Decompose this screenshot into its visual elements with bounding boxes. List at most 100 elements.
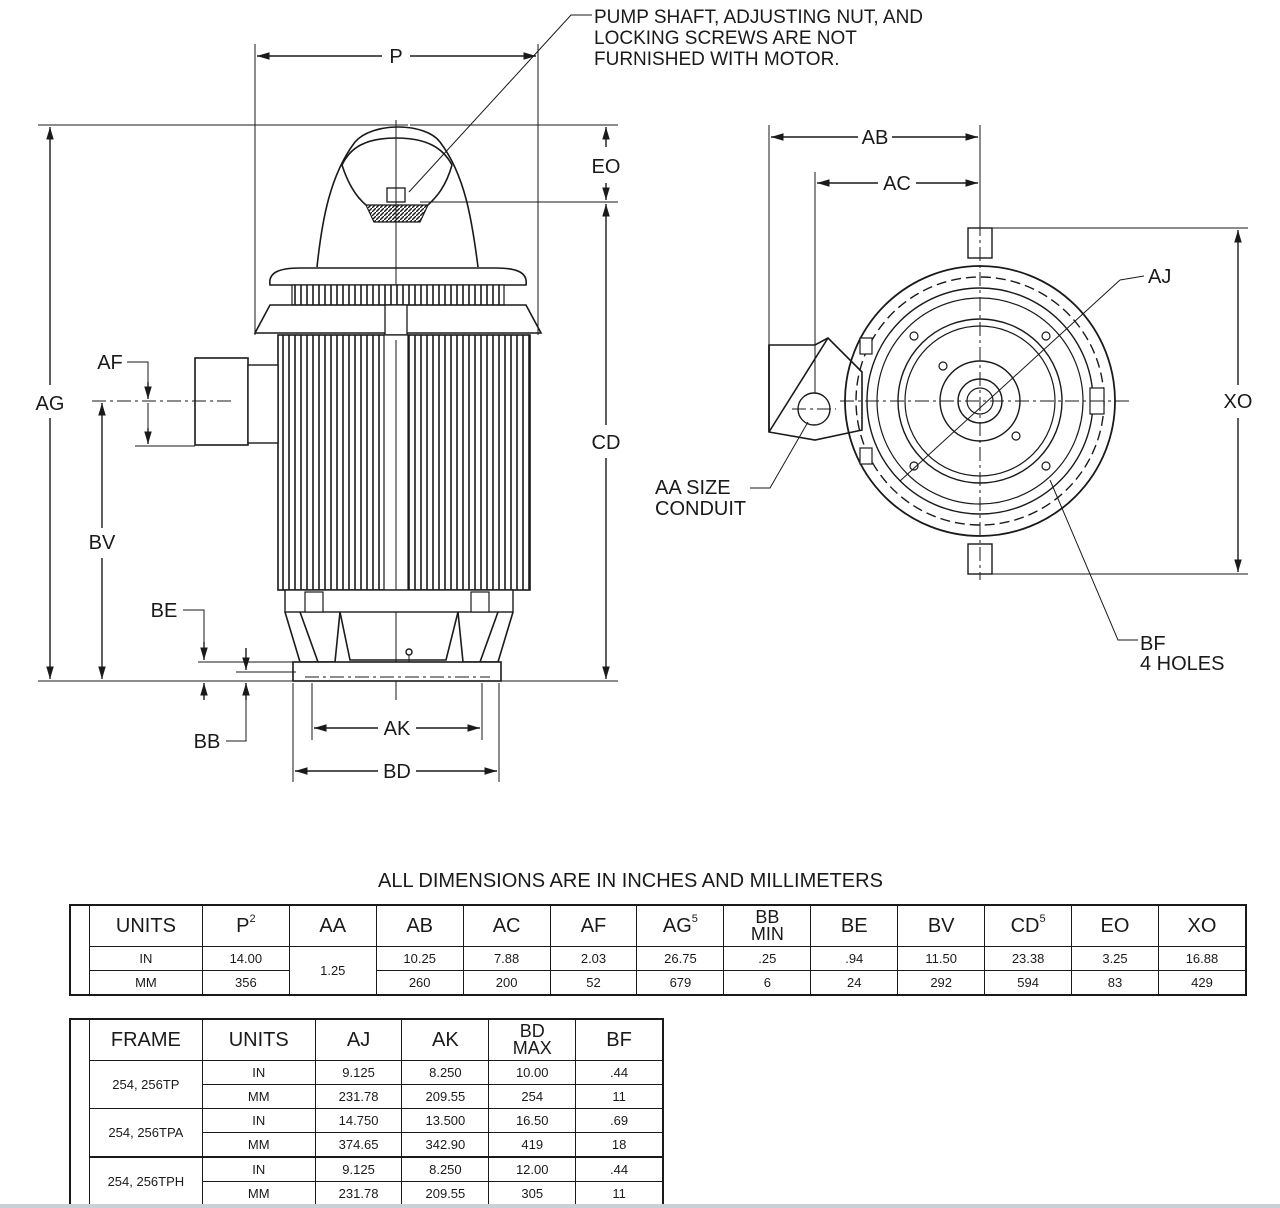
cell-aj: 9.125: [314, 1156, 403, 1182]
header-eo: EO: [1071, 904, 1159, 947]
label-p: P: [389, 46, 402, 68]
header-frame: FRAME: [88, 1018, 203, 1061]
cell-aj: 9.125: [314, 1060, 403, 1085]
cell-bd: 16.50: [488, 1108, 577, 1133]
header-aa: AA: [288, 904, 377, 947]
dim-bd: BD: [292, 683, 500, 783]
cell-af: 2.03: [549, 946, 638, 971]
label-af: AF: [97, 352, 123, 374]
cell-bf: .44: [575, 1156, 664, 1182]
cell-units: IN: [201, 1156, 316, 1182]
cell-bd: 419: [488, 1132, 577, 1158]
header-be: BE: [810, 904, 899, 947]
header-aj: AJ: [314, 1018, 403, 1061]
label-aj: AJ: [1148, 266, 1171, 288]
cell-aa: 1.25: [288, 946, 377, 996]
header-units: UNITS: [201, 1018, 316, 1061]
header-ab: AB: [375, 904, 464, 947]
header-ag: AG5: [636, 904, 725, 947]
cell-be: 24: [810, 970, 899, 996]
cell-ag: 679: [636, 970, 725, 996]
label-bf: BF: [1140, 633, 1166, 655]
window-bottom-edge: [0, 1204, 1280, 1208]
cell-units: MM: [201, 1132, 316, 1158]
frame-row: MM 231.78 209.55 254 11: [70, 1084, 664, 1109]
header-bv: BV: [897, 904, 986, 947]
header-af: AF: [549, 904, 638, 947]
note-leader: [408, 14, 592, 193]
dim-be: BE: [151, 600, 293, 700]
cell-eo: 83: [1071, 970, 1159, 996]
table-row-mm: MM 356 260 200 52 679 6 24 292 594 83 42…: [70, 970, 1247, 996]
cell-bd: 10.00: [488, 1060, 577, 1085]
header-units: UNITS: [88, 904, 203, 947]
dim-xo: XO: [992, 227, 1253, 575]
cell-units: IN: [88, 946, 203, 971]
cell-cd: 594: [984, 970, 1073, 996]
side-view: P PUMP SHAFT, ADJUSTING NUT, AND LOCKING…: [36, 7, 923, 783]
cell-frame: 254, 256TP: [88, 1060, 203, 1109]
cell-bb: .25: [723, 946, 812, 971]
pump-shaft-note-line3: FURNISHED WITH MOTOR.: [594, 49, 840, 70]
dim-cd: CD: [420, 201, 621, 682]
table-side-strip: [69, 1018, 90, 1207]
label-bb: BB: [194, 731, 221, 753]
cell-frame: 254, 256TPH: [88, 1156, 203, 1207]
cell-aj: 231.78: [314, 1084, 403, 1109]
cell-bf: 11: [575, 1181, 664, 1207]
frame-row: MM 374.65 342.90 419 18: [70, 1132, 664, 1158]
frame-row: 254, 256TPH IN 9.125 8.250 12.00 .44: [70, 1156, 664, 1207]
cell-ak: 209.55: [401, 1084, 490, 1109]
label-bv: BV: [89, 532, 116, 554]
cell-ab: 10.25: [375, 946, 464, 971]
label-ac: AC: [883, 173, 911, 195]
cell-units: MM: [88, 970, 203, 996]
cell-eo: 3.25: [1071, 946, 1159, 971]
cell-units: MM: [201, 1181, 316, 1207]
end-view: AB AC: [655, 125, 1252, 675]
frame-row: 254, 256TPA IN 14.750 13.500 16.50 .69: [70, 1108, 664, 1158]
dim-bv: BV: [89, 403, 116, 679]
cell-ak: 342.90: [401, 1132, 490, 1158]
cell-p: 356: [201, 970, 290, 996]
cell-ab: 260: [375, 970, 464, 996]
cell-bd: 254: [488, 1084, 577, 1109]
dim-ab: AB: [768, 125, 981, 345]
header-ak: AK: [401, 1018, 490, 1061]
cell-bf: 11: [575, 1084, 664, 1109]
header-cd: CD5: [984, 904, 1073, 947]
dim-bb: BB: [194, 648, 296, 753]
label-xo: XO: [1224, 391, 1253, 413]
label-ak: AK: [384, 718, 411, 740]
header-bf: BF: [575, 1018, 664, 1061]
cell-bv: 292: [897, 970, 986, 996]
cell-ak: 209.55: [401, 1181, 490, 1207]
label-bf-holes: 4 HOLES: [1140, 653, 1224, 675]
dim-af: AF: [97, 352, 195, 447]
cell-cd: 23.38: [984, 946, 1073, 971]
dimensions-title: ALL DIMENSIONS ARE IN INCHES AND MILLIME…: [378, 870, 883, 892]
cell-bf: 18: [575, 1132, 664, 1158]
cell-units: IN: [201, 1108, 316, 1133]
cell-ak: 13.500: [401, 1108, 490, 1133]
label-eo: EO: [592, 156, 621, 178]
cell-ak: 8.250: [401, 1060, 490, 1085]
cell-aj: 231.78: [314, 1181, 403, 1207]
header-xo: XO: [1157, 904, 1247, 947]
dim-p: P: [254, 44, 539, 335]
cell-bb: 6: [723, 970, 812, 996]
header-p: P2: [201, 904, 290, 947]
dim-ak: AK: [311, 683, 483, 740]
label-cd: CD: [592, 432, 621, 454]
cell-frame: 254, 256TPA: [88, 1108, 203, 1158]
cell-units: IN: [201, 1060, 316, 1085]
cell-bd: 305: [488, 1181, 577, 1207]
dim-ag: AG: [36, 124, 408, 682]
cell-units: MM: [201, 1084, 316, 1109]
